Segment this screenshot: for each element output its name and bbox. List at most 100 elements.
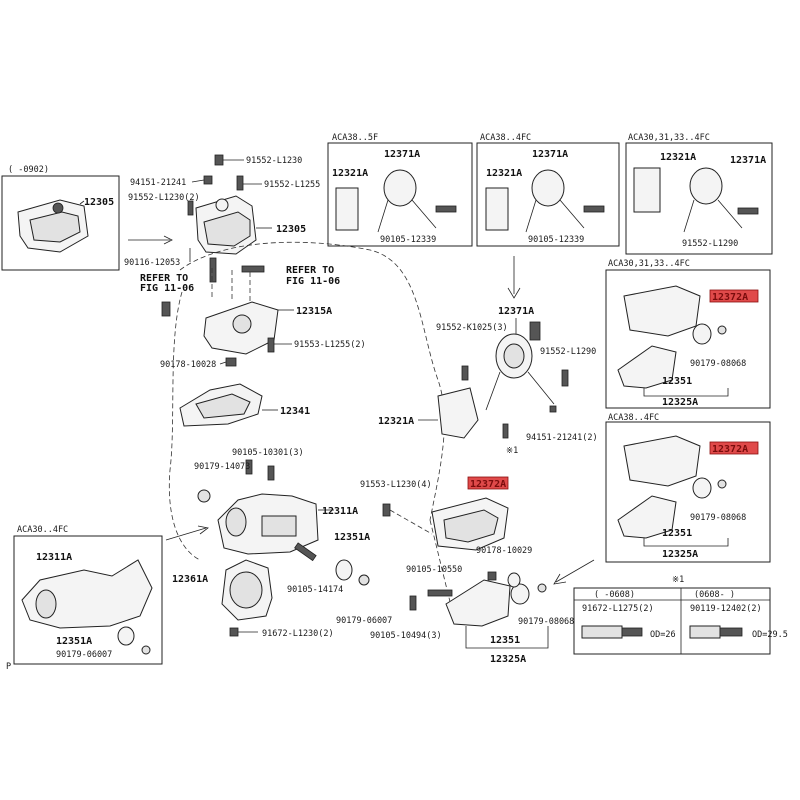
inset-right-2-frame — [605, 421, 771, 563]
part-r2-12325a: 12325A — [662, 549, 698, 560]
part-12305-inset: 12305 — [84, 197, 114, 208]
leader-line — [219, 361, 227, 365]
part-90116-12053: 90116-12053 — [124, 258, 180, 268]
part-90178-10029: 90178-10029 — [476, 546, 532, 556]
mount-arms — [377, 199, 437, 233]
part-bl-90179-06007: 90179-06007 — [56, 650, 112, 660]
part-12315a: 12315A — [296, 306, 332, 317]
mount-12372a-icon — [623, 435, 701, 487]
bolt-icon — [245, 459, 253, 475]
inset-top-2-frame — [476, 142, 620, 247]
bracket-leader — [465, 626, 549, 649]
table-mark: ※1 — [672, 575, 684, 585]
inset-top-left: ( -0902) 12305 — [1, 165, 120, 271]
part-90179-14073: 90179-14073 — [194, 462, 250, 472]
mount-arms — [485, 371, 555, 411]
stud-bolt-icon — [209, 257, 217, 283]
part-c-91552-l1290: 91552-L1290 — [540, 347, 596, 357]
mount-12372a-body — [443, 509, 499, 543]
part-90178-10028: 90178-10028 — [160, 360, 216, 370]
bolt-thread-icon — [719, 627, 743, 637]
washer-icon — [717, 479, 727, 489]
bolt-icon — [236, 175, 244, 191]
part-90105-14174: 90105-14174 — [287, 585, 343, 595]
part-t3-12371a: 12371A — [730, 155, 766, 166]
corner-p-mark: P — [6, 662, 11, 672]
part-bl-12311a: 12311A — [36, 552, 72, 563]
part-t1-90105-12339: 90105-12339 — [380, 235, 436, 245]
part-90105-10494-3: 90105-10494(3) — [370, 631, 442, 641]
bracket-leader — [643, 538, 729, 547]
part-r1-90179-08068: 90179-08068 — [690, 359, 746, 369]
bracket-leader — [643, 388, 729, 397]
bushing-icon — [507, 572, 521, 588]
bolt-col2-icon — [689, 625, 721, 639]
nut-icon — [549, 405, 557, 413]
bolt-icon — [502, 423, 509, 439]
part-91552-l1230: 91552-L1230 — [246, 156, 302, 166]
inset-top-3-header: ACA30,31,33..4FC — [628, 133, 710, 143]
inset-bottom-left-frame — [13, 535, 163, 665]
bracket-hole-icon — [35, 589, 57, 619]
refer-to-fig-left-line1: REFER TO — [140, 273, 188, 284]
mount-12361a-rubber — [229, 571, 263, 609]
refer-to-fig-right-line1: REFER TO — [286, 265, 334, 276]
bracket-12341-rib — [195, 393, 251, 419]
part-90179-06007: 90179-06007 — [336, 616, 392, 626]
table-col2-part: 90119-12402(2) — [690, 604, 762, 614]
washer-icon — [358, 574, 370, 586]
part-90179-08068: 90179-08068 — [518, 617, 574, 627]
part-90105-10550: 90105-10550 — [406, 565, 462, 575]
inset-top-2: ACA38..4FC 12371A 12321A 90105-12339 — [476, 133, 620, 247]
washer-icon — [141, 645, 151, 655]
part-12361a: 12361A — [172, 574, 208, 585]
part-t3-91552-l1290: 91552-L1290 — [682, 239, 738, 249]
bolt-icon — [52, 202, 64, 214]
part-12351: 12351 — [490, 635, 520, 646]
mount-12372a-icon — [623, 285, 701, 337]
bracket-12321a-icon — [633, 167, 661, 213]
part-91552-l1255: 91552-L1255 — [264, 180, 320, 190]
table-col1-od: OD=26 — [650, 630, 676, 640]
refer-to-fig-left-line2: FIG 11-06 — [140, 283, 194, 294]
part-c-mark: ※1 — [506, 446, 518, 456]
bolt-icon — [529, 321, 541, 341]
part-94151-21241: 94151-21241 — [130, 178, 186, 188]
part-hl-12372a-center: 12372A — [470, 479, 506, 490]
nut-icon — [229, 627, 239, 637]
part-12351a: 12351A — [334, 532, 370, 543]
center-lower-mount-group: 91553-L1230(4) 12372A 90178-10029 90105-… — [360, 476, 595, 665]
part-r1-12372a: 12372A — [712, 292, 748, 303]
inset-right-1: ACA30,31,33..4FC 12372A 90179-08068 1235… — [605, 259, 771, 409]
left-mount-group: 91552-L1230 94151-21241 91552-L1255 9155… — [124, 154, 392, 639]
part-r2-12372a: 12372A — [712, 444, 748, 455]
bolt-icon — [267, 337, 275, 353]
arrow-right-icon — [165, 525, 209, 541]
bushing-12351a-inset — [117, 626, 135, 646]
inset-top-1-header: ACA38..5F — [332, 133, 378, 143]
bushing-icon — [510, 583, 530, 605]
part-c-12321a: 12321A — [378, 416, 414, 427]
bolt-icon — [187, 200, 194, 216]
engine-mount-12305-body — [203, 211, 251, 247]
inset-top-left-header: ( -0902) — [8, 165, 49, 175]
part-r1-12325a: 12325A — [662, 397, 698, 408]
inset-top-1: ACA38..5F 12371A 12321A 90105-12339 — [327, 133, 473, 247]
bracket-12321a — [437, 387, 479, 439]
mount-arms — [683, 199, 743, 233]
arrow-down-icon — [507, 256, 521, 299]
part-c-12371a: 12371A — [498, 306, 534, 317]
bracket-12321a-icon — [485, 187, 509, 231]
bracket-12351 — [445, 579, 511, 627]
bolt-icon — [561, 369, 569, 387]
inset-top-left-frame — [1, 175, 120, 271]
highlight-12372a-r1 — [709, 289, 759, 303]
bracket-12311a-hole — [225, 507, 247, 537]
bolt-icon — [382, 503, 391, 517]
bushing-icon — [692, 477, 712, 499]
part-12305: 12305 — [276, 224, 306, 235]
refer-to-fig-right-line2: FIG 11-06 — [286, 276, 340, 287]
bracket-hole-icon — [232, 314, 252, 334]
washer-icon — [197, 489, 211, 503]
nut-icon — [214, 154, 224, 166]
